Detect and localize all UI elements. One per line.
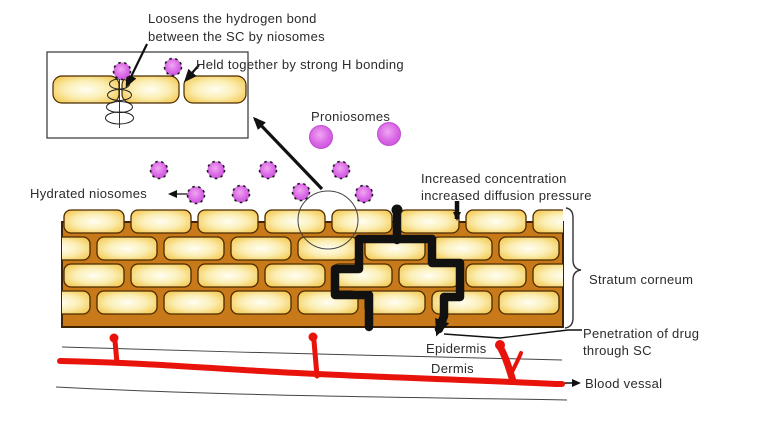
hydrated-niosome-icon: [258, 160, 278, 180]
corneocyte-brick: [63, 263, 125, 288]
corneocyte-brick: [398, 263, 460, 288]
label-stratum-corneum: Stratum corneum: [589, 272, 694, 287]
label-loosens-hydrogen-bond: Loosens the hydrogen bond between the SC…: [148, 11, 325, 44]
corneocyte-brick: [96, 290, 158, 315]
corneocyte-brick: [532, 263, 563, 288]
niosome-particles: [112, 57, 401, 205]
corneocyte-brick: [498, 290, 560, 315]
hydrated-niosome-icon: [149, 160, 169, 180]
label-penetration-of-drug: Penetration of drug through SC: [583, 326, 700, 358]
vessel-branch: [496, 343, 517, 385]
blood-vessel: [57, 332, 565, 387]
corneocyte-brick: [96, 236, 158, 261]
corneocyte-brick: [62, 290, 91, 315]
corneocyte-brick: [498, 236, 560, 261]
corneocyte-cells: [52, 75, 247, 104]
magnifier-circle: [297, 190, 359, 250]
proniosome-icon: [309, 125, 333, 149]
hydrated-niosome-icon: [112, 61, 132, 81]
corneocyte-brick: [163, 236, 225, 261]
corneocyte-brick: [364, 290, 426, 315]
inset-pointer-arrow: [252, 116, 324, 191]
inset-box: [46, 51, 249, 139]
corneocyte-brick: [264, 209, 326, 234]
held-arrow: [184, 64, 200, 83]
hydrated-niosome-icon: [186, 185, 206, 205]
corneocyte-brick: [197, 263, 259, 288]
vessel-branch: [311, 338, 320, 379]
stratum-corneum-wall: [61, 209, 564, 328]
label-blood-vessal: Blood vessal: [585, 376, 663, 391]
hydrated-niosome-icon: [231, 184, 251, 204]
skin-layer-lines: [55, 346, 568, 401]
label-held-together: Held together by strong H bonding: [196, 57, 404, 72]
corneocyte-brick: [62, 236, 91, 261]
corneocyte-brick: [63, 209, 125, 234]
corneocyte-brick: [431, 236, 493, 261]
drug-penetration-path: [330, 204, 465, 337]
proniosome-icon: [377, 122, 401, 146]
corneocyte-brick: [163, 290, 225, 315]
corneocyte-brick: [264, 263, 326, 288]
hydrated-niosome-icon: [354, 184, 374, 204]
hydrated-niosome-icon: [331, 160, 351, 180]
corneocyte-brick: [465, 209, 527, 234]
loosens-arrow: [125, 43, 148, 88]
vessel-branch: [510, 351, 523, 374]
corneocyte-brick: [465, 263, 527, 288]
hydrated-niosome-icon: [163, 57, 183, 77]
hydrated-niosome-icon: [291, 182, 311, 202]
vessel-branch: [112, 338, 120, 366]
label-proniosomes: Proniosomes: [311, 109, 391, 124]
label-hydrated-niosomes: Hydrated niosomes: [30, 186, 148, 201]
corneocyte-brick: [230, 290, 292, 315]
label-dermis: Dermis: [431, 361, 474, 376]
corneocyte-brick: [331, 209, 393, 234]
penetration-leader-line: [443, 329, 582, 339]
corneocyte-brick: [532, 209, 563, 234]
corneocyte-brick: [197, 209, 259, 234]
corneocyte-brick: [130, 263, 192, 288]
corneocyte-brick: [130, 209, 192, 234]
label-epidermis: Epidermis: [426, 341, 487, 356]
corneocyte-brick: [230, 236, 292, 261]
corneocyte-bricks: [62, 209, 563, 315]
corneocyte-brick: [398, 209, 460, 234]
label-increased-concentration: Increased concentration increased diffus…: [421, 171, 592, 203]
stratum-brace: [564, 207, 582, 329]
hydrated-niosome-icon: [206, 160, 226, 180]
